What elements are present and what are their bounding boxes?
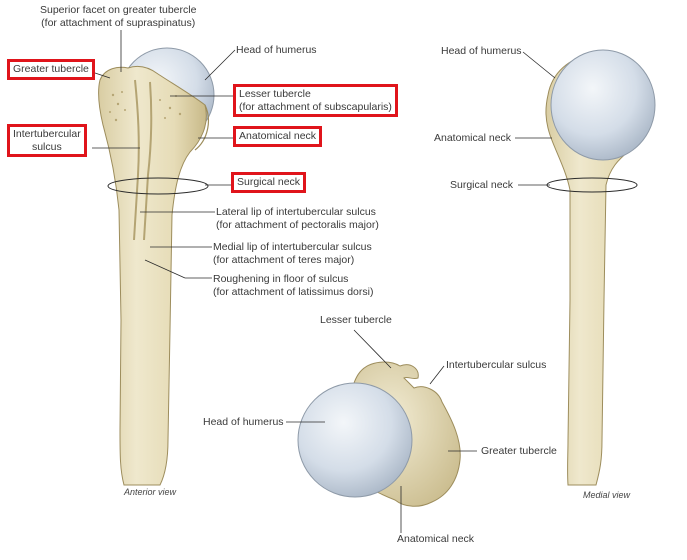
anterior-view-humerus bbox=[98, 47, 215, 486]
medial-lip-line-2: (for attachment of teres major) bbox=[213, 253, 355, 266]
intertubercular-sulcus-anterior-line-2: sulcus bbox=[31, 140, 62, 153]
lateral-lip-line-1: Lateral lip of intertubercular sulcus bbox=[216, 206, 376, 218]
surgical-neck-anterior-text: Surgical neck bbox=[237, 176, 301, 188]
surgical-neck-medial-text: Surgical neck bbox=[450, 179, 514, 191]
greater-tubercle-superior-text: Greater tubercle bbox=[481, 445, 557, 457]
label-lesser-tubercle-superior: Lesser tubercle bbox=[320, 314, 392, 327]
humeral-head-medial bbox=[550, 49, 656, 161]
lesser-tubercle-anterior-line-1: Lesser tubercle bbox=[239, 88, 311, 100]
roughening-line-2: (for attachment of latissimus dorsi) bbox=[213, 285, 374, 298]
humeral-head-superior bbox=[297, 382, 413, 498]
label-head-anterior: Head of humerus bbox=[236, 44, 317, 57]
label-intertubercular-sulcus-anterior: Intertubercular sulcus bbox=[7, 124, 87, 157]
anatomical-neck-line-anterior bbox=[194, 104, 209, 151]
superior-view-humerus bbox=[297, 361, 461, 507]
label-anatomical-neck-anterior: Anatomical neck bbox=[233, 126, 323, 147]
caption-medial-view: Medial view bbox=[583, 490, 631, 500]
label-roughening: Roughening in floor of sulcus (for attac… bbox=[213, 273, 373, 298]
caption-anterior-view: Anterior view bbox=[124, 487, 177, 497]
label-anatomical-neck-superior: Anatomical neck bbox=[397, 533, 474, 546]
label-medial-lip: Medial lip of intertubercular sulcus (fo… bbox=[213, 241, 372, 266]
greater-tubercle-anterior-text: Greater tubercle bbox=[13, 63, 89, 75]
label-intertubercular-sulcus-superior: Intertubercular sulcus bbox=[446, 359, 546, 372]
leader-lines bbox=[91, 30, 556, 533]
bone-texture-dots bbox=[109, 91, 182, 122]
anatomical-neck-medial-text: Anatomical neck bbox=[434, 132, 512, 144]
intertubercular-sulcus-anterior-line-1: Intertubercular bbox=[13, 128, 81, 140]
label-greater-tubercle-superior: Greater tubercle bbox=[481, 445, 557, 458]
label-lateral-lip: Lateral lip of intertubercular sulcus (f… bbox=[216, 206, 379, 231]
label-head-medial: Head of humerus bbox=[441, 45, 522, 58]
head-anterior-text: Head of humerus bbox=[236, 44, 317, 56]
lesser-tubercle-superior-text: Lesser tubercle bbox=[320, 314, 392, 326]
roughening-line-1: Roughening in floor of sulcus bbox=[213, 273, 349, 285]
label-anatomical-neck-medial: Anatomical neck bbox=[434, 132, 511, 145]
label-surgical-neck-anterior: Surgical neck bbox=[231, 172, 307, 193]
superior-facet-line-1: Superior facet on greater tubercle bbox=[40, 4, 197, 16]
label-head-superior: Head of humerus bbox=[203, 416, 284, 429]
intertubercular-sulcus-superior-text: Intertubercular sulcus bbox=[446, 359, 547, 371]
label-surgical-neck-medial: Surgical neck bbox=[450, 179, 513, 192]
anatomical-neck-superior-text: Anatomical neck bbox=[397, 533, 475, 545]
humerus-shaft-anterior bbox=[98, 65, 207, 486]
surgical-neck-ring-anterior bbox=[107, 177, 209, 195]
label-greater-tubercle-anterior: Greater tubercle bbox=[7, 59, 95, 80]
label-superior-facet: Superior facet on greater tubercle (for … bbox=[40, 4, 196, 29]
lesser-tubercle-anterior-line-2: (for attachment of subscapularis) bbox=[239, 100, 392, 113]
medial-view-humerus bbox=[545, 49, 656, 486]
intertubercular-groove-medial-lip bbox=[143, 81, 153, 241]
intertubercular-groove-lateral-lip bbox=[133, 79, 140, 241]
lateral-lip-line-2: (for attachment of pectoralis major) bbox=[216, 218, 379, 231]
head-superior-text: Head of humerus bbox=[203, 416, 284, 428]
anatomical-neck-anterior-text: Anatomical neck bbox=[239, 130, 317, 142]
head-medial-text: Head of humerus bbox=[441, 45, 522, 57]
superior-facet-line-2: (for attachment of supraspinatus) bbox=[41, 16, 196, 29]
medial-lip-line-1: Medial lip of intertubercular sulcus bbox=[213, 241, 372, 253]
label-lesser-tubercle-anterior: Lesser tubercle (for attachment of subsc… bbox=[233, 84, 398, 117]
